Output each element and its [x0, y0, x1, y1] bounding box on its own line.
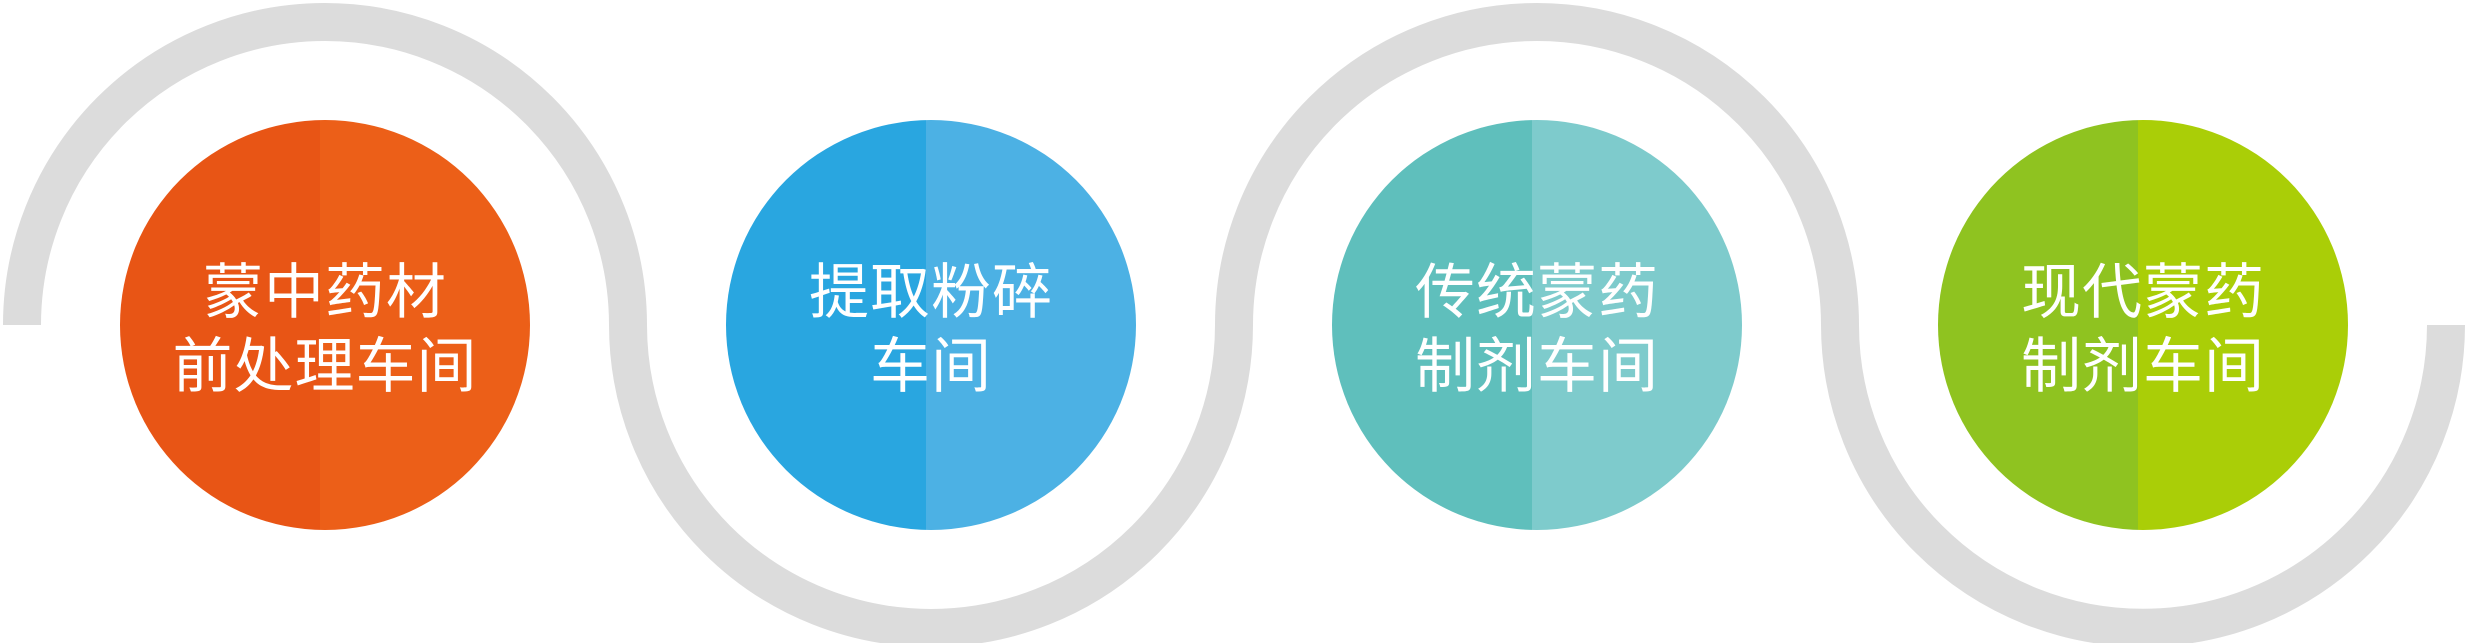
step-label-3: 传统蒙药制剂车间	[1357, 256, 1717, 404]
step-label-line2: 制剂车间	[2021, 332, 2265, 402]
step-label-line1: 蒙中药材	[203, 258, 447, 328]
step-label-line1: 提取粉碎	[809, 258, 1053, 328]
step-label-1: 蒙中药材前处理车间	[145, 256, 505, 404]
step-label-line2: 车间	[870, 332, 992, 402]
step-label-4: 现代蒙药制剂车间	[1963, 256, 2323, 404]
step-label-2: 提取粉碎车间	[751, 256, 1111, 404]
step-label-line1: 现代蒙药	[2021, 258, 2265, 328]
step-label-line2: 制剂车间	[1415, 332, 1659, 402]
step-label-line2: 前处理车间	[172, 332, 478, 402]
step-label-line1: 传统蒙药	[1415, 258, 1659, 328]
wavy-connector	[3, 3, 2465, 643]
